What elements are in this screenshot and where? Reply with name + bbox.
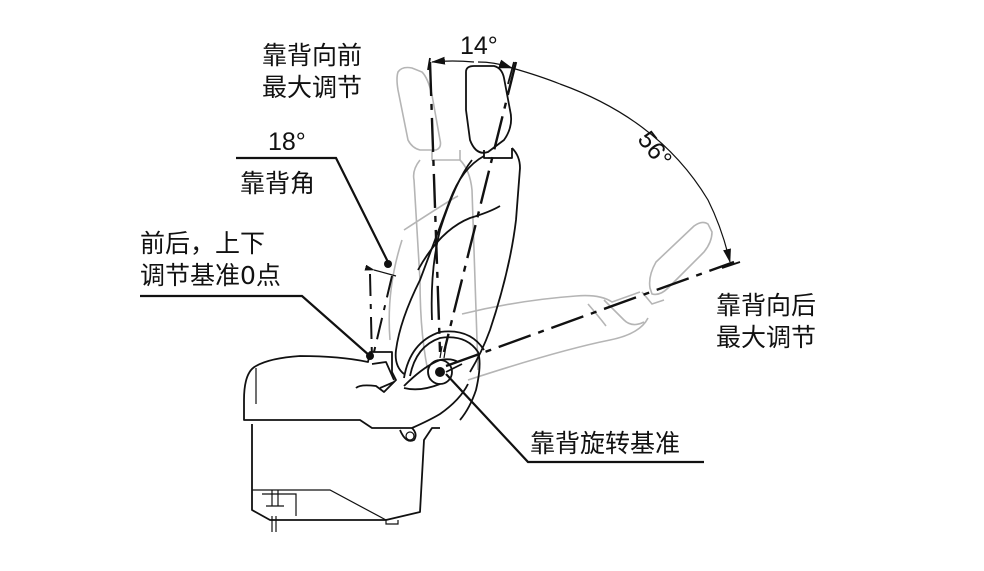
arc-18 xyxy=(364,264,397,277)
arc-14-left xyxy=(431,56,475,65)
tick-current xyxy=(507,61,515,85)
label-forward-max-line2: 最大调节 xyxy=(262,73,363,102)
leader-lines xyxy=(140,156,704,464)
forward-max-line xyxy=(428,61,442,353)
label-zero-point-line2: 调节基准0点 xyxy=(140,261,281,290)
reference-lines xyxy=(369,61,735,368)
tick-forward xyxy=(427,57,431,71)
label-forward-max-line1: 靠背向前 xyxy=(262,41,363,70)
current-back-line xyxy=(442,61,518,353)
arc-56 xyxy=(559,83,731,263)
tick-backward xyxy=(721,261,741,269)
label-backward-max: 靠背向后 最大调节 xyxy=(716,290,816,354)
seatback-main xyxy=(394,65,521,375)
backrest-angle-value: 18° xyxy=(268,128,306,156)
label-backward-max-line1: 靠背向后 xyxy=(716,291,817,320)
seatback-reclined-ghost xyxy=(461,221,713,381)
label-backward-max-line2: 最大调节 xyxy=(716,323,817,352)
seat-cushion xyxy=(243,351,469,532)
label-zero-point-line1: 前后，上下 xyxy=(140,229,266,258)
angle-dimensions xyxy=(364,56,741,277)
angle-14-label: 14° xyxy=(460,32,498,60)
backward-max-line xyxy=(445,260,735,368)
label-zero-point: 前后，上下 调节基准0点 xyxy=(140,228,281,292)
pivot-bracket xyxy=(403,330,485,421)
vertical-ref-line xyxy=(369,273,373,361)
label-forward-max: 靠背向前 最大调节 xyxy=(262,40,362,104)
torso-line xyxy=(373,275,393,353)
backrest-angle-label: 靠背角 xyxy=(240,169,316,198)
pivot-point xyxy=(435,367,445,377)
label-pivot-reference: 靠背旋转基准 xyxy=(530,429,681,458)
